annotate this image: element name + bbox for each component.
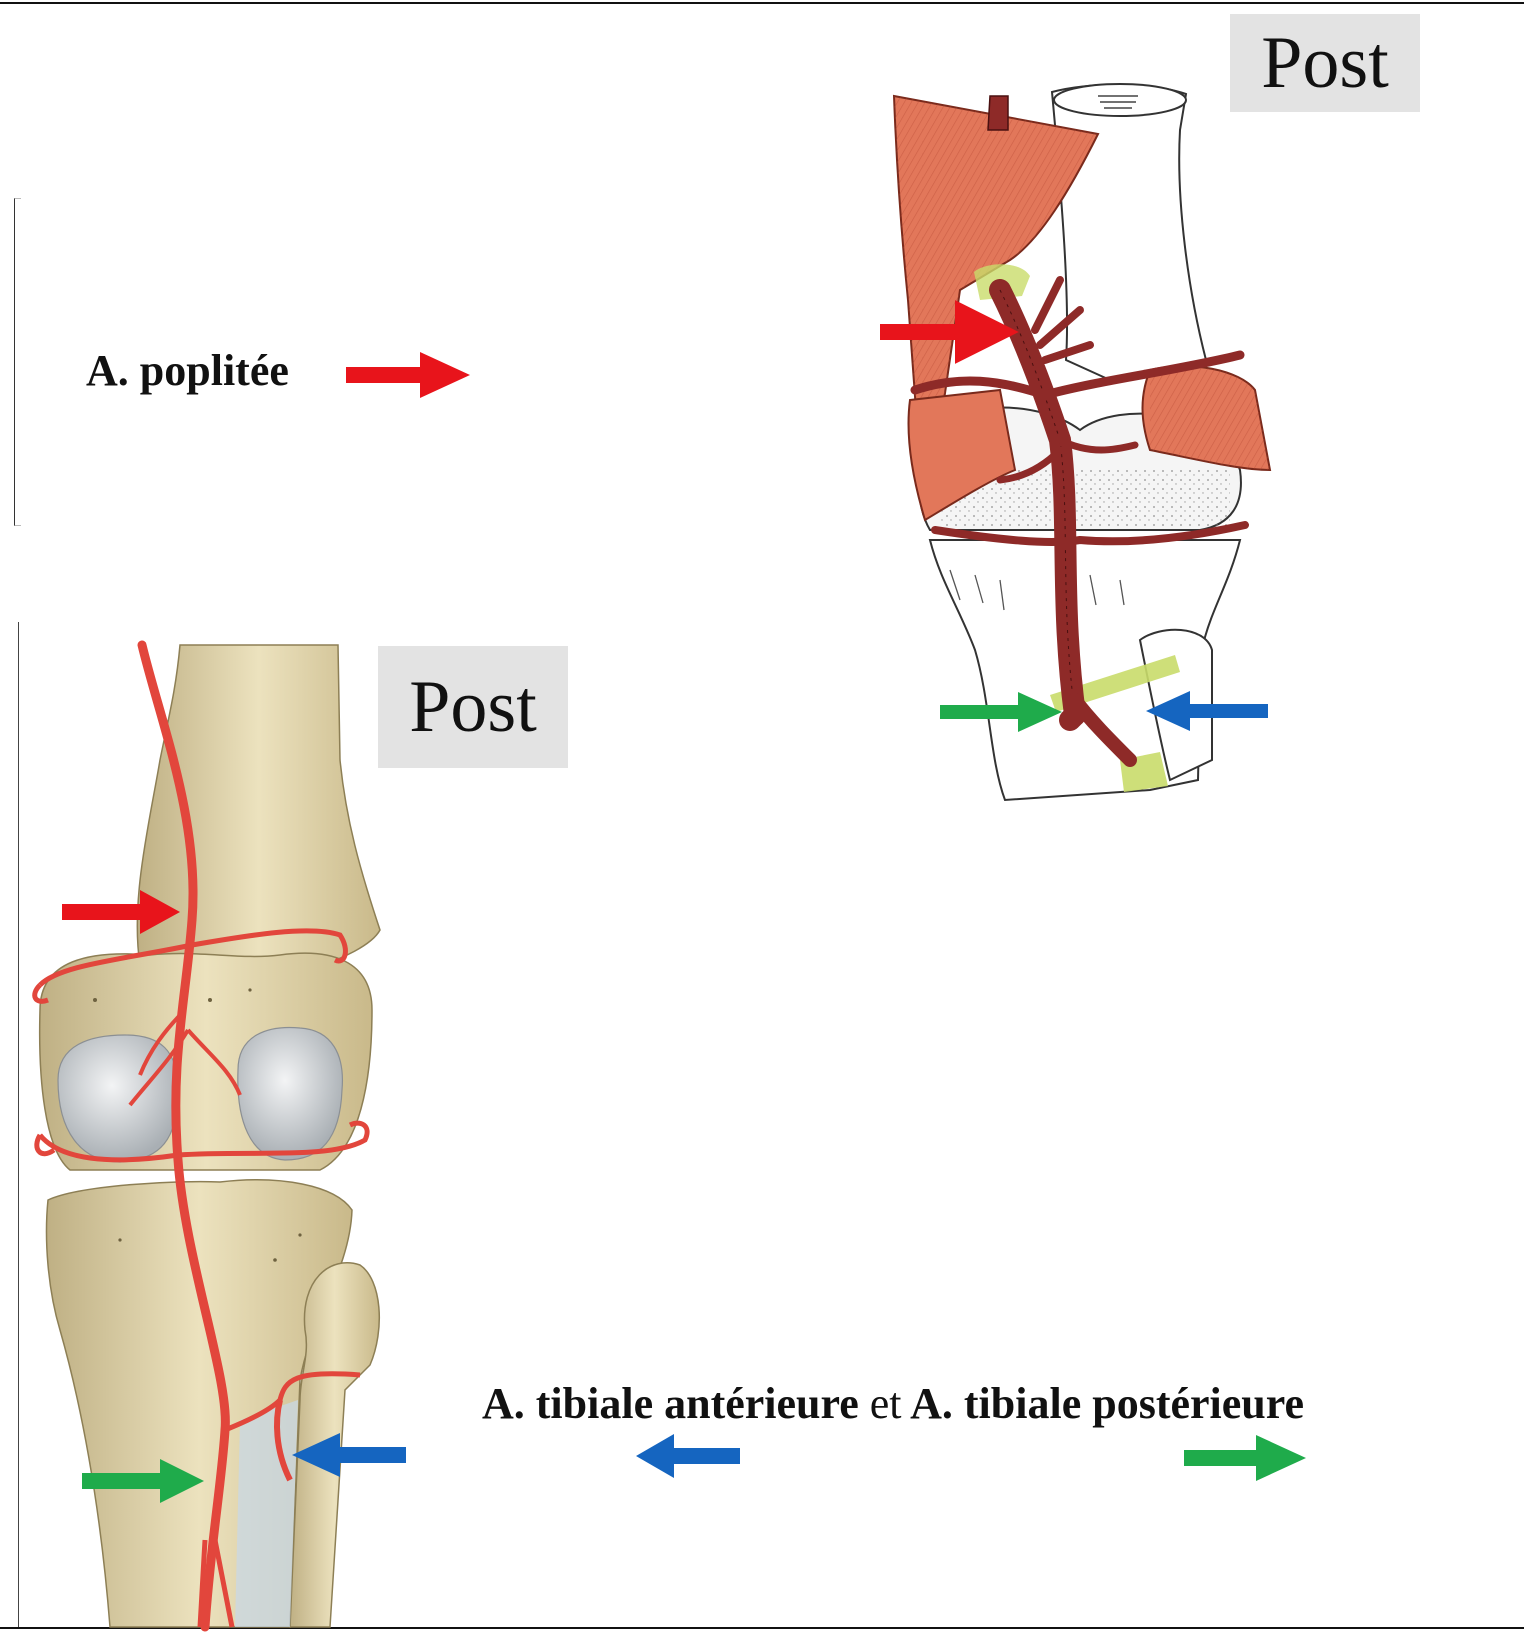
atlas-cartilage-medial [57,1034,179,1163]
label-anterior-tibial-artery: A. tibiale antérieure [482,1379,859,1428]
sketch-blue-arrow [1146,691,1268,731]
legend-red-arrow [346,352,470,398]
bottom-border-line [0,1627,1524,1629]
view-tag-top: Post [1230,14,1420,112]
view-tag-bottom: Post [378,646,568,768]
label-connector: et [869,1379,902,1428]
atlas-popliteal-artery [137,640,230,1632]
atlas-red-arrow [62,890,180,934]
legend-blue-arrow [636,1434,740,1478]
top-border-line [0,2,1524,4]
left-bracket-top [14,198,21,526]
legend-green-arrow [1184,1435,1306,1481]
atlas-knee-posterior [32,640,381,1632]
label-posterior-tibial-artery: A. tibiale postérieure [910,1379,1305,1428]
atlas-femur [136,644,381,966]
atlas-cartilage-lateral [237,1026,344,1161]
sketch-gastrocnemius-medial [907,388,1017,522]
label-tibial-arteries: A. tibiale antérieure et A. tibiale post… [482,1378,1304,1429]
sketch-knee-posterior [892,83,1272,802]
left-bracket-bottom [18,622,19,1627]
label-popliteal-artery: A. poplitée [86,346,289,395]
sketch-popliteal-artery [989,279,1086,726]
atlas-blue-arrow [292,1433,406,1477]
atlas-green-arrow [82,1459,204,1503]
sketch-green-arrow [940,692,1062,732]
